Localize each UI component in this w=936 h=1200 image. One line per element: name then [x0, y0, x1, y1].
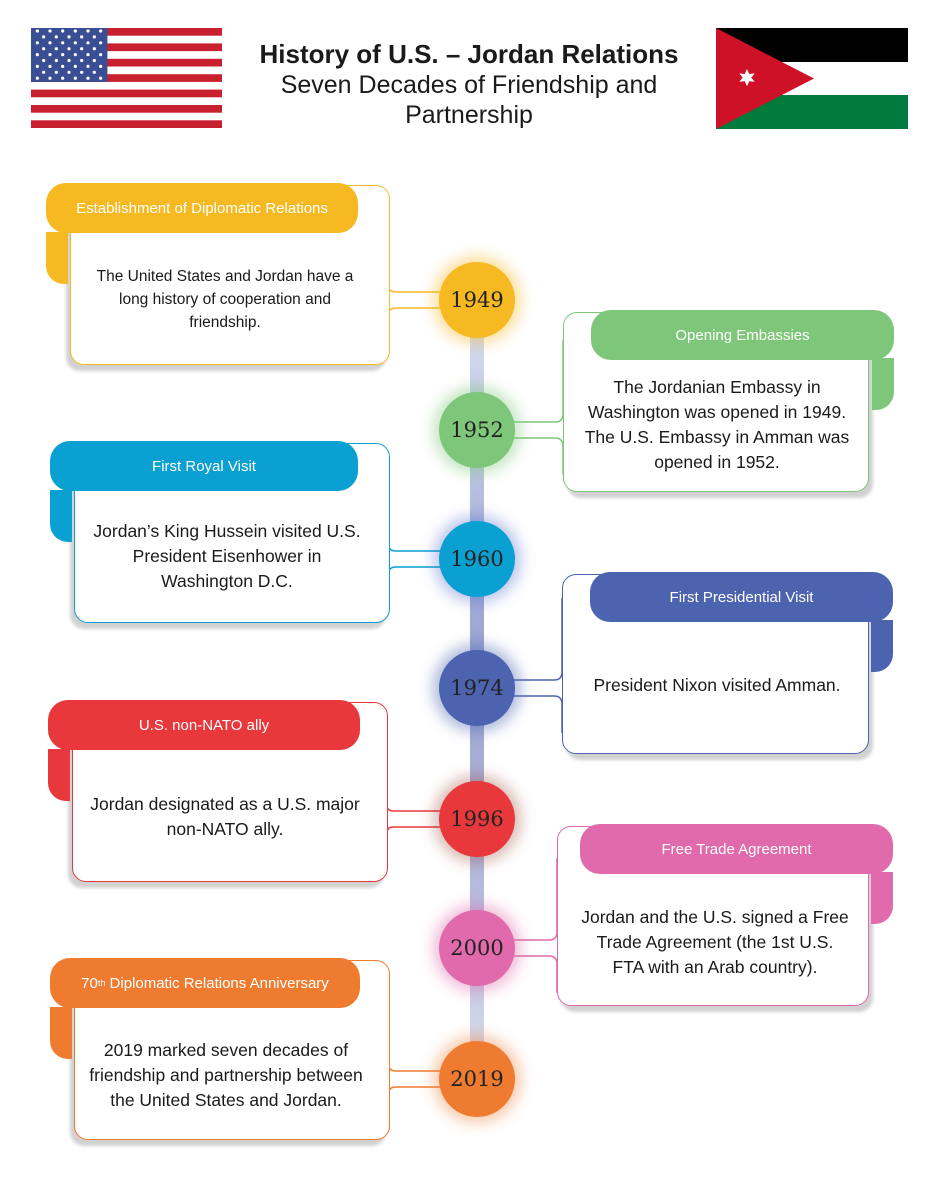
- star-icon: [99, 64, 103, 68]
- ribbon-tail: [872, 358, 894, 410]
- star-icon: [54, 58, 58, 63]
- event-description: 2019 marked seven decades of friendship …: [89, 1040, 363, 1110]
- star-icon: [86, 29, 90, 33]
- year-marker: 1974: [439, 650, 515, 726]
- jordan-flag: [716, 28, 908, 129]
- star-icon: [48, 53, 52, 57]
- star-icon: [48, 29, 52, 33]
- star-icon: [61, 41, 65, 45]
- star-icon: [54, 70, 58, 74]
- star-icon: [80, 58, 84, 63]
- star-icon: [35, 53, 39, 57]
- connector-line: [385, 729, 444, 864]
- connector-line: [387, 989, 444, 1124]
- star-icon: [42, 47, 46, 51]
- event-description: Jordan’s King Hussein visited U.S. Presi…: [93, 521, 361, 591]
- us-flag: [31, 28, 222, 128]
- event-description: The Jordanian Embassy in Washington was …: [584, 377, 850, 472]
- star-icon: [73, 53, 77, 57]
- event-description: President Nixon visited Amman.: [593, 675, 841, 695]
- star-icon: [86, 53, 90, 57]
- event-description: Jordan designated as a U.S. major non-NA…: [90, 794, 360, 839]
- connector-line: [510, 598, 563, 733]
- year-marker: 1960: [439, 521, 515, 597]
- star-icon: [42, 58, 46, 63]
- event-description: Jordan and the U.S. signed a Free Trade …: [581, 907, 849, 977]
- event-title-suffix: th: [97, 978, 106, 988]
- star-icon: [67, 58, 71, 63]
- star-icon: [92, 35, 96, 39]
- star-icon: [61, 76, 65, 80]
- star-icon: [73, 41, 77, 45]
- star-icon: [35, 29, 39, 33]
- star-icon: [67, 47, 71, 51]
- star-icon: [73, 76, 77, 80]
- star-icon: [99, 29, 103, 33]
- star-icon: [92, 70, 96, 74]
- year-marker: 1949: [439, 262, 515, 338]
- star-icon: [86, 64, 90, 68]
- connector-line: [510, 858, 558, 993]
- title-block: History of U.S. – Jordan Relations Seven…: [230, 38, 708, 130]
- star-icon: [99, 41, 103, 45]
- ribbon-tail: [48, 749, 70, 801]
- star-icon: [61, 64, 65, 68]
- event-title: First Presidential Visit: [590, 572, 893, 622]
- ribbon-tail: [50, 490, 72, 542]
- year-marker: 1952: [439, 392, 515, 468]
- star-icon: [35, 41, 39, 45]
- page-title: History of U.S. – Jordan Relations: [259, 39, 679, 69]
- star-icon: [80, 35, 84, 39]
- star-icon: [99, 53, 103, 57]
- page-subtitle: Seven Decades of Friendship and Partners…: [280, 71, 658, 129]
- star-icon: [48, 76, 52, 80]
- event-title-number: 70: [81, 974, 98, 992]
- star-icon: [42, 35, 46, 39]
- event-title: Opening Embassies: [591, 310, 894, 360]
- year-marker: 2019: [439, 1041, 515, 1117]
- star-icon: [54, 35, 58, 39]
- connector-line: [387, 210, 444, 345]
- event-title: U.S. non-NATO ally: [48, 700, 360, 750]
- star-icon: [54, 47, 58, 51]
- star-icon: [73, 64, 77, 68]
- ribbon-tail: [871, 620, 893, 672]
- star-icon: [42, 70, 46, 74]
- star-icon: [80, 47, 84, 51]
- star-icon: [35, 76, 39, 80]
- star-icon: [67, 35, 71, 39]
- star-icon: [61, 29, 65, 33]
- star-icon: [92, 47, 96, 51]
- ribbon-tail: [871, 872, 893, 924]
- star-icon: [86, 76, 90, 80]
- star-icon: [35, 64, 39, 68]
- star-icon: [61, 53, 65, 57]
- star-icon: [48, 41, 52, 45]
- star-icon: [73, 29, 77, 33]
- event-title: Free Trade Agreement: [580, 824, 893, 874]
- year-marker: 1996: [439, 781, 515, 857]
- star-icon: [67, 70, 71, 74]
- star-icon: [48, 64, 52, 68]
- connector-line: [510, 340, 564, 475]
- star-icon: [80, 70, 84, 74]
- event-title: First Royal Visit: [50, 441, 358, 491]
- ribbon-tail: [50, 1007, 72, 1059]
- connector-line: [387, 469, 444, 604]
- ribbon-tail: [46, 232, 68, 284]
- event-title: Establishment of Diplomatic Relations: [46, 183, 358, 233]
- star-icon: [99, 76, 103, 80]
- star-icon: [92, 58, 96, 63]
- event-title-rest: Diplomatic Relations Anniversary: [105, 974, 329, 992]
- event-description: The United States and Jordan have a long…: [96, 268, 354, 331]
- star-icon: [86, 41, 90, 45]
- year-marker: 2000: [439, 910, 515, 986]
